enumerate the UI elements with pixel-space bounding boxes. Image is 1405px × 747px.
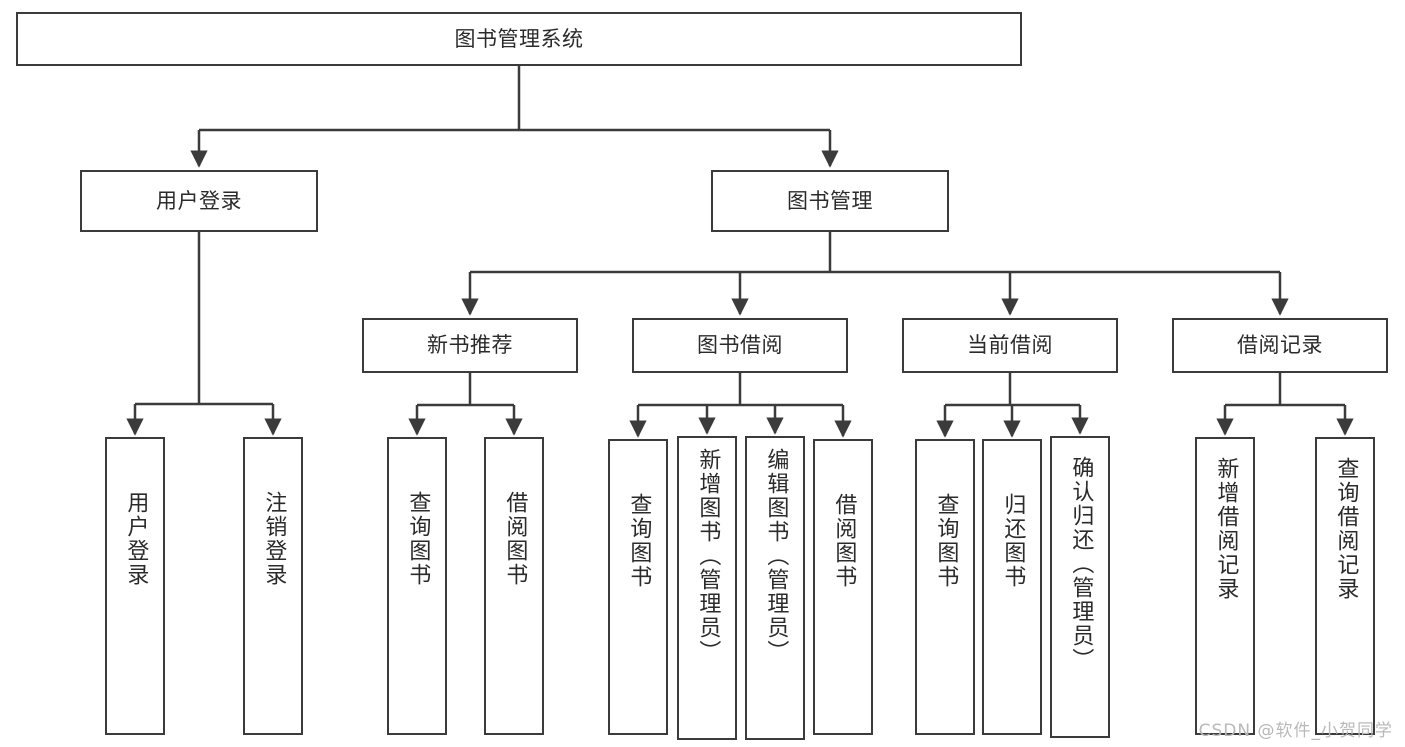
- node-user-login-label: 用户登录: [156, 188, 242, 213]
- node-root-label: 图书管理系统: [454, 26, 584, 51]
- node-leaf-query-record-label: 查询借阅记录: [1333, 457, 1359, 601]
- node-leaf-edit-book[interactable]: 编辑图书（管理员）: [745, 436, 805, 740]
- node-leaf-borrow-book-2[interactable]: 借阅图书: [813, 439, 873, 735]
- node-leaf-logout-login[interactable]: 注销登录: [243, 437, 303, 735]
- node-leaf-query-book-1-label: 查询图书: [405, 491, 431, 587]
- node-leaf-logout-login-label: 注销登录: [261, 491, 287, 587]
- node-leaf-query-book-1[interactable]: 查询图书: [387, 437, 447, 735]
- node-leaf-add-record-label: 新增借阅记录: [1213, 457, 1239, 601]
- node-leaf-query-book-2-label: 查询图书: [626, 493, 652, 589]
- node-book-borrow-label: 图书借阅: [697, 333, 783, 358]
- node-leaf-user-login-label: 用户登录: [123, 491, 149, 587]
- node-leaf-query-book-2[interactable]: 查询图书: [608, 439, 668, 735]
- node-user-login[interactable]: 用户登录: [80, 170, 318, 232]
- node-new-book-recommend-label: 新书推荐: [427, 333, 513, 358]
- node-leaf-borrow-book-1-label: 借阅图书: [502, 491, 528, 587]
- node-book-manage-label: 图书管理: [787, 188, 873, 213]
- node-leaf-user-login[interactable]: 用户登录: [105, 437, 165, 735]
- node-leaf-confirm-return-label: 确认归还（管理员）: [1068, 456, 1094, 672]
- node-leaf-borrow-book-2-label: 借阅图书: [831, 493, 857, 589]
- node-leaf-add-book[interactable]: 新增图书（管理员）: [677, 436, 737, 740]
- node-current-borrow[interactable]: 当前借阅: [902, 318, 1118, 373]
- node-borrow-record-label: 借阅记录: [1237, 333, 1323, 358]
- node-leaf-return-book-label: 归还图书: [1000, 493, 1026, 589]
- node-leaf-add-book-label: 新增图书（管理员）: [695, 448, 721, 664]
- node-leaf-return-book[interactable]: 归还图书: [982, 439, 1042, 735]
- node-leaf-add-record[interactable]: 新增借阅记录: [1195, 437, 1255, 735]
- node-current-borrow-label: 当前借阅: [967, 333, 1053, 358]
- node-leaf-query-book-3-label: 查询图书: [933, 493, 959, 589]
- node-book-borrow[interactable]: 图书借阅: [632, 318, 848, 373]
- node-leaf-confirm-return[interactable]: 确认归还（管理员）: [1050, 436, 1110, 738]
- node-book-manage[interactable]: 图书管理: [711, 170, 949, 232]
- csdn-watermark: CSDN @软件_小贺同学: [1198, 721, 1393, 741]
- node-borrow-record[interactable]: 借阅记录: [1172, 318, 1388, 373]
- node-leaf-query-record[interactable]: 查询借阅记录: [1315, 437, 1375, 735]
- node-leaf-edit-book-label: 编辑图书（管理员）: [763, 448, 789, 664]
- node-leaf-query-book-3[interactable]: 查询图书: [915, 439, 975, 735]
- node-root[interactable]: 图书管理系统: [16, 12, 1022, 66]
- node-leaf-borrow-book-1[interactable]: 借阅图书: [484, 437, 544, 735]
- node-new-book-recommend[interactable]: 新书推荐: [362, 318, 578, 373]
